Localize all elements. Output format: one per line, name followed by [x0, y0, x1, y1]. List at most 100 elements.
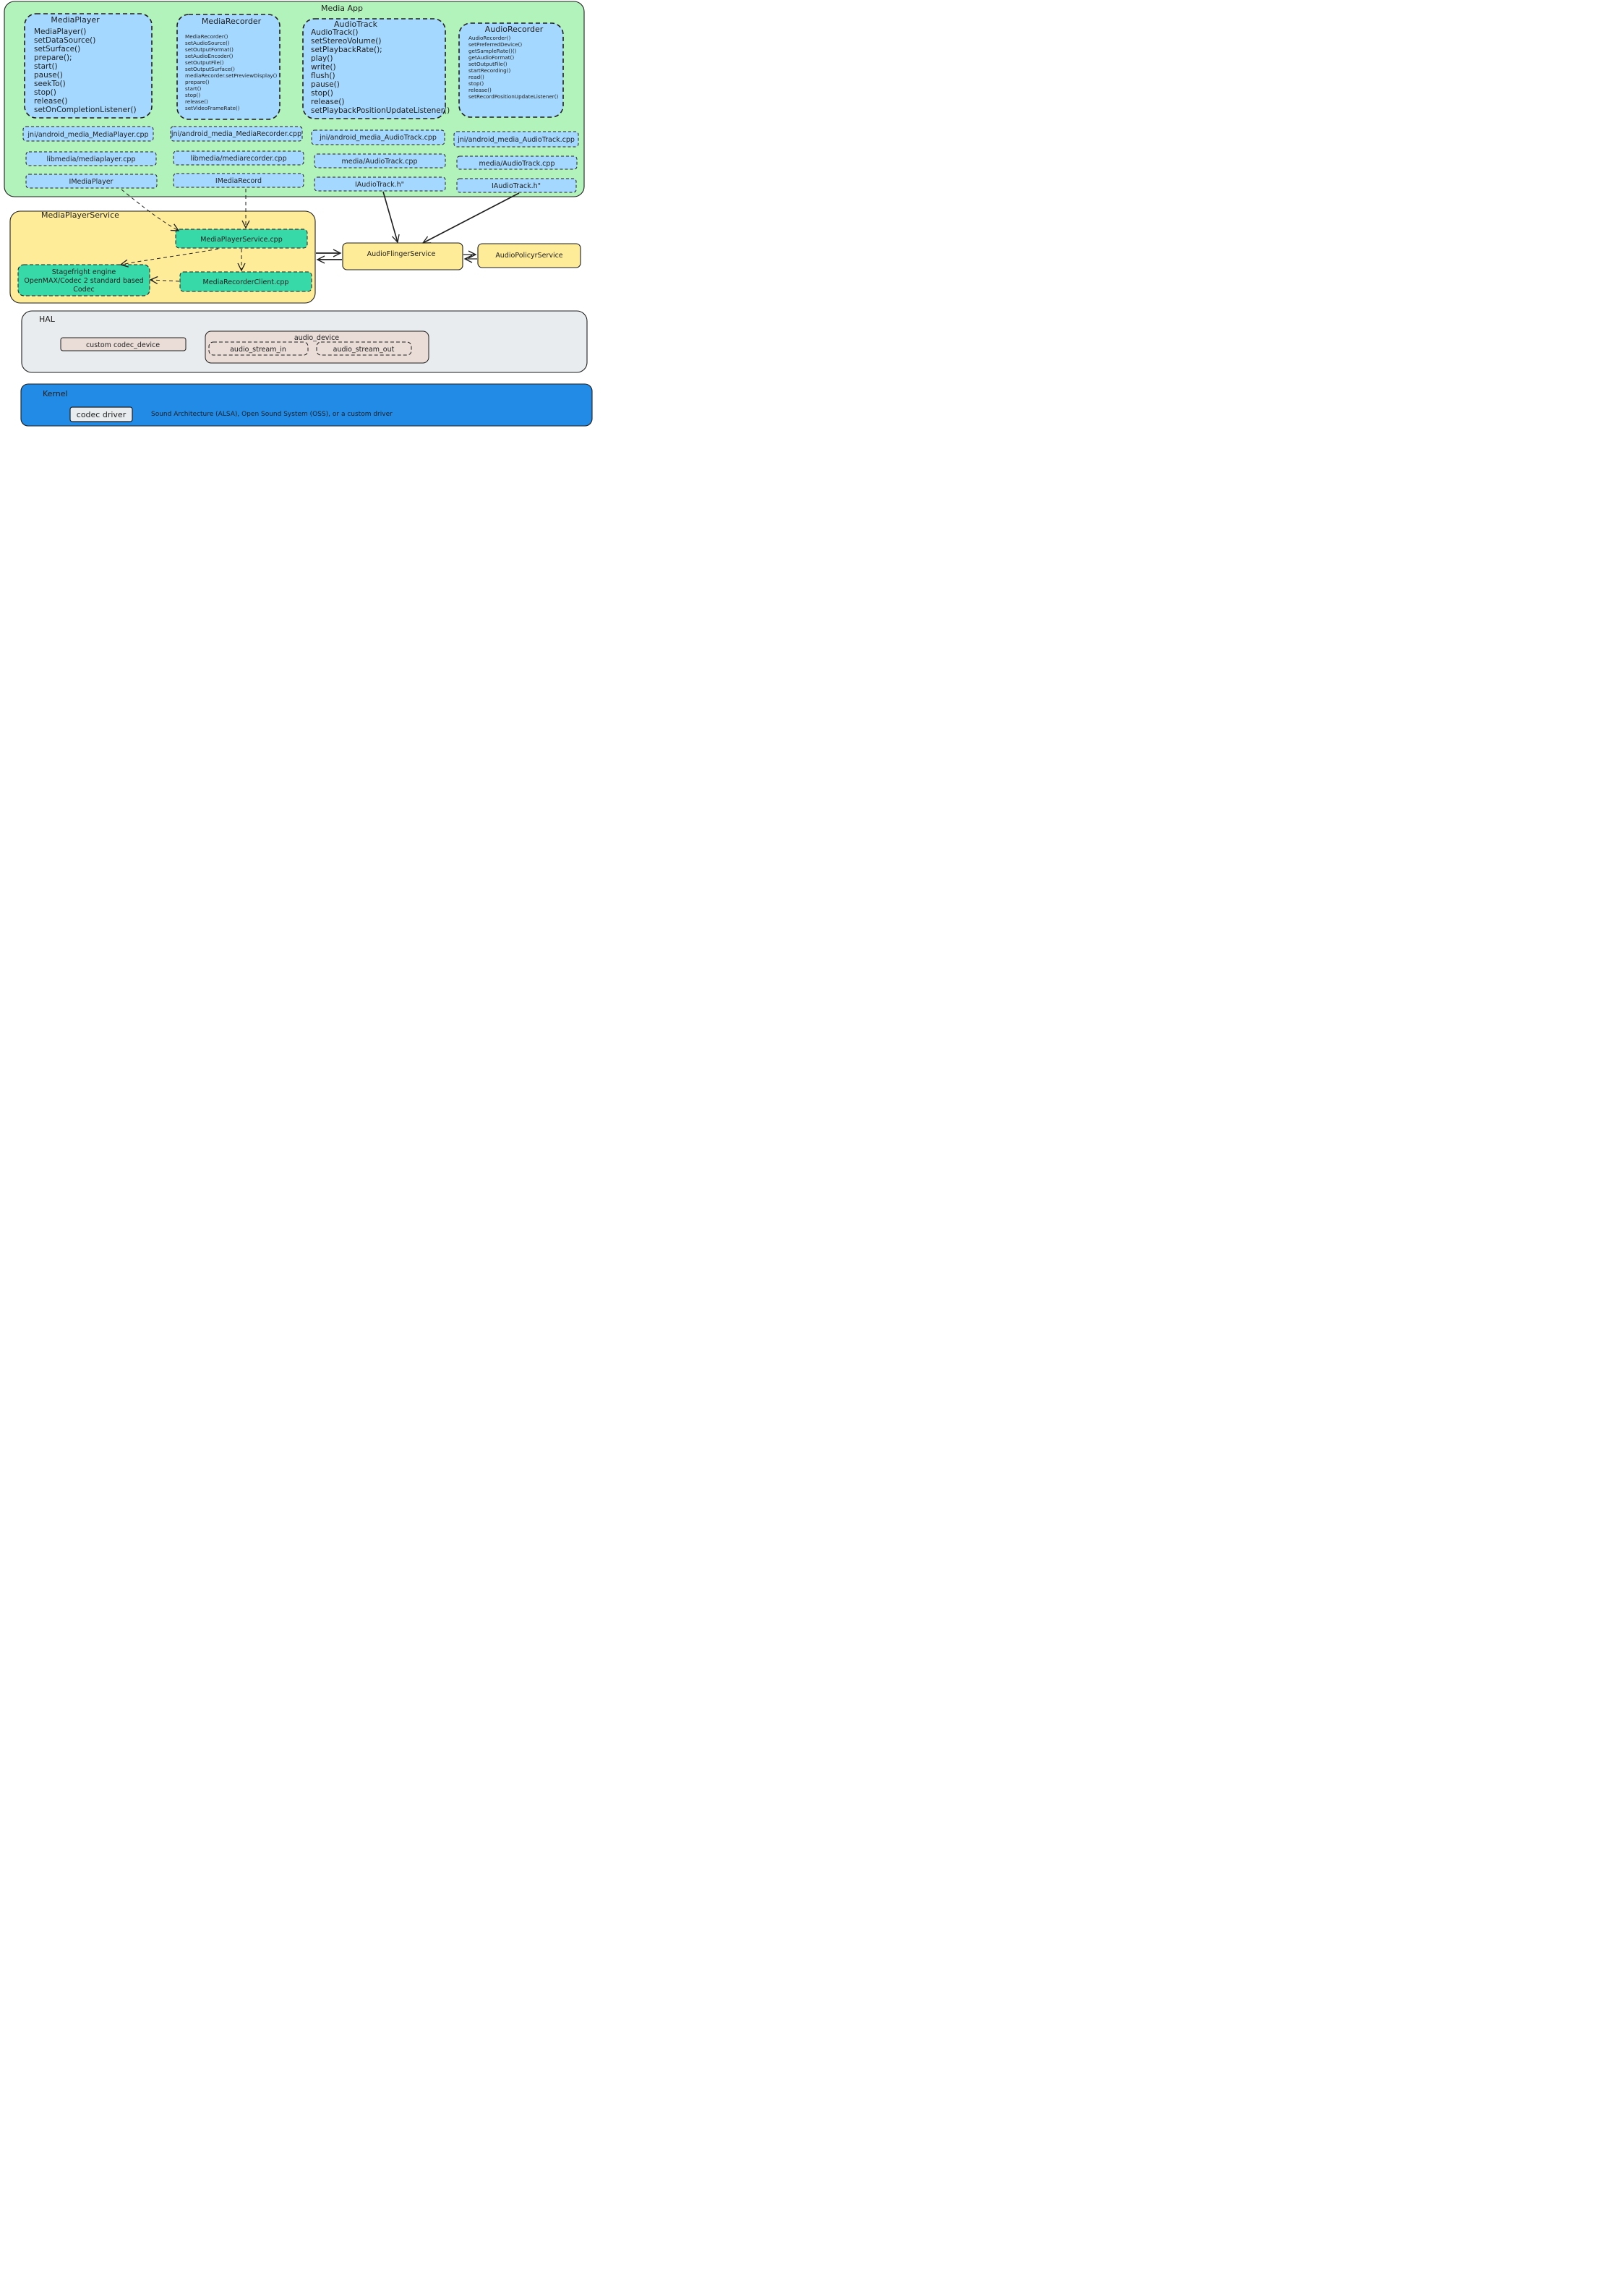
arrow-iaudiotrack-to-flinger [382, 191, 400, 244]
audio-recorder-method: setPreferredDevice() [468, 41, 522, 48]
audio-stream-in: audio_stream_in [208, 341, 309, 356]
lib-box: IMediaPlayer [25, 174, 158, 189]
lib-box: libmedia/mediarecorder.cpp [173, 150, 304, 166]
audio-recorder-method: setOutputFile() [468, 61, 508, 67]
lib-box: libmedia/mediaplayer.cpp [25, 151, 157, 166]
custom-codec-device-label: custom codec_device [86, 341, 160, 349]
media-player-service-title: MediaPlayerService [41, 210, 119, 220]
audio-stream-out-label: audio_stream_out [333, 346, 395, 354]
media-player-class: MediaPlayer MediaPlayer() setDataSource(… [24, 13, 153, 119]
lib-box-label: media/AudioTrack.cpp [342, 158, 418, 166]
audio-recorder-method: AudioRecorder() [468, 35, 510, 41]
media-recorder-method: setOutputFormat() [185, 46, 234, 53]
lib-box: jni/android_media_MediaRecorder.cpp [170, 126, 303, 142]
audio-recorder-class: AudioRecorder AudioRecorder() setPreferr… [458, 22, 564, 118]
media-recorder-method: setAudioEncoder() [185, 53, 234, 59]
media-recorder-method: setAudioSource() [185, 40, 230, 46]
lib-box: IAudioTrack.h" [314, 176, 446, 192]
media-app-title: Media App [321, 4, 363, 13]
audio-track-class: AudioTrack AudioTrack() setStereoVolume(… [302, 18, 450, 119]
audio-policy-service-label: AudioPolicyrService [495, 252, 562, 260]
media-player-title: MediaPlayer [51, 15, 100, 25]
audio-track-method: release() [311, 98, 344, 106]
arrow-iaudiotrack2-to-flinger [421, 192, 520, 244]
audio-track-method: flush() [311, 72, 335, 80]
codec-driver: codec driver [69, 406, 133, 422]
media-player-method: stop() [34, 88, 56, 97]
media-recorder-client: MediaRecorderClient.cpp [179, 271, 312, 292]
audio-flinger-service: AudioFlingerService [342, 242, 463, 270]
arrow-imediaplayer-to-service [121, 189, 180, 231]
audio-flinger-service-label: AudioFlingerService [367, 250, 436, 258]
audio-track-method: play() [311, 54, 333, 63]
architecture-diagram: Media App MediaPlayer MediaPlayer() setD… [4, 1, 593, 427]
audio-recorder-title: AudioRecorder [485, 25, 544, 34]
lib-box: media/AudioTrack.cpp [456, 155, 578, 170]
audio-track-method: setStereoVolume() [311, 37, 382, 46]
lib-box: IAudioTrack.h" [456, 178, 577, 193]
audio-track-method: stop() [311, 89, 333, 98]
lib-box: jni/android_media_AudioTrack.cpp [453, 131, 579, 148]
codec-driver-label: codec driver [77, 410, 127, 419]
lib-box-label: IMediaRecord [215, 177, 262, 185]
media-player-method: start() [34, 62, 58, 71]
lib-box-label: jni/android_media_MediaPlayer.cpp [27, 131, 148, 139]
audio-policy-service: AudioPolicyrService [477, 243, 581, 268]
media-player-method: setDataSource() [34, 36, 95, 45]
kernel-section: Kernel [20, 383, 593, 427]
lib-box-label: libmedia/mediaplayer.cpp [47, 155, 136, 163]
lib-box-label: jni/android_media_MediaRecorder.cpp [171, 130, 301, 138]
lib-box: jni/android_media_AudioTrack.cpp [311, 129, 445, 145]
audio-device-label: audio_device [294, 334, 339, 342]
media-recorder-method: start() [185, 85, 202, 92]
stagefright-line: Codec [73, 286, 95, 294]
audio-recorder-method: setRecordPositionUpdateListener() [468, 93, 559, 100]
audio-recorder-method: stop() [468, 80, 484, 87]
media-player-method: setSurface() [34, 45, 80, 54]
audio-recorder-method: startRecording() [468, 67, 510, 74]
media-recorder-title: MediaRecorder [202, 17, 262, 26]
media-recorder-method: setOutputSurface() [185, 66, 235, 72]
lib-box-label: IAudioTrack.h" [492, 182, 541, 190]
media-recorder-method: setVideoFrameRate() [185, 105, 240, 111]
lib-box: media/AudioTrack.cpp [314, 153, 446, 168]
media-recorder-class: MediaRecorder MediaRecorder() setAudioSo… [176, 14, 281, 120]
media-recorder-method: MediaRecorder() [185, 33, 228, 40]
media-player-service-cpp-label: MediaPlayerService.cpp [200, 236, 283, 244]
stagefright-line: Stagefright engine [52, 268, 116, 276]
arrow-service-to-stagefright [119, 248, 219, 268]
lib-box-label: jni/android_media_AudioTrack.cpp [457, 136, 575, 144]
audio-track-method: AudioTrack() [311, 28, 359, 37]
media-player-method: seekTo() [34, 80, 66, 88]
audio-recorder-method: getSampleRate()() [468, 48, 517, 54]
media-player-method: MediaPlayer() [34, 27, 86, 36]
media-player-service-cpp: MediaPlayerService.cpp [175, 229, 308, 249]
stagefright-engine: Stagefright engine OpenMAX/Codec 2 stand… [17, 264, 150, 296]
hal-title: HAL [39, 315, 56, 324]
custom-codec-device: custom codec_device [60, 337, 187, 351]
media-player-method: prepare(); [34, 54, 72, 62]
audio-track-title: AudioTrack [334, 20, 378, 29]
sound-architecture-note: Sound Architecture (ALSA), Open Sound Sy… [151, 411, 393, 418]
audio-track-method: pause() [311, 80, 340, 89]
lib-box-label: IAudioTrack.h" [355, 181, 404, 189]
media-recorder-method: prepare() [185, 79, 210, 85]
media-recorder-method: setOutputFile() [185, 59, 224, 66]
audio-recorder-method: read() [468, 74, 484, 80]
lib-box-label: jni/android_media_AudioTrack.cpp [319, 134, 437, 142]
media-recorder-method: mediaRecorder.setPreviewDisplay() [185, 72, 277, 79]
lib-box-label: IMediaPlayer [69, 178, 114, 186]
audio-recorder-method: getAudioFormat() [468, 54, 514, 61]
media-recorder-method: stop() [185, 92, 200, 98]
media-player-method: release() [34, 97, 67, 106]
media-player-method: pause() [34, 71, 63, 80]
stagefright-line: OpenMAX/Codec 2 standard based [24, 277, 143, 285]
lib-box: IMediaRecord [173, 173, 304, 188]
lib-box-label: media/AudioTrack.cpp [479, 160, 555, 168]
lib-box-label: libmedia/mediarecorder.cpp [190, 155, 286, 163]
audio-track-method: setPlaybackRate(); [311, 46, 382, 54]
media-recorder-method: release() [185, 98, 208, 105]
audio-stream-in-label: audio_stream_in [230, 346, 286, 354]
media-recorder-client-label: MediaRecorderClient.cpp [203, 278, 289, 286]
kernel-title: Kernel [43, 389, 68, 398]
